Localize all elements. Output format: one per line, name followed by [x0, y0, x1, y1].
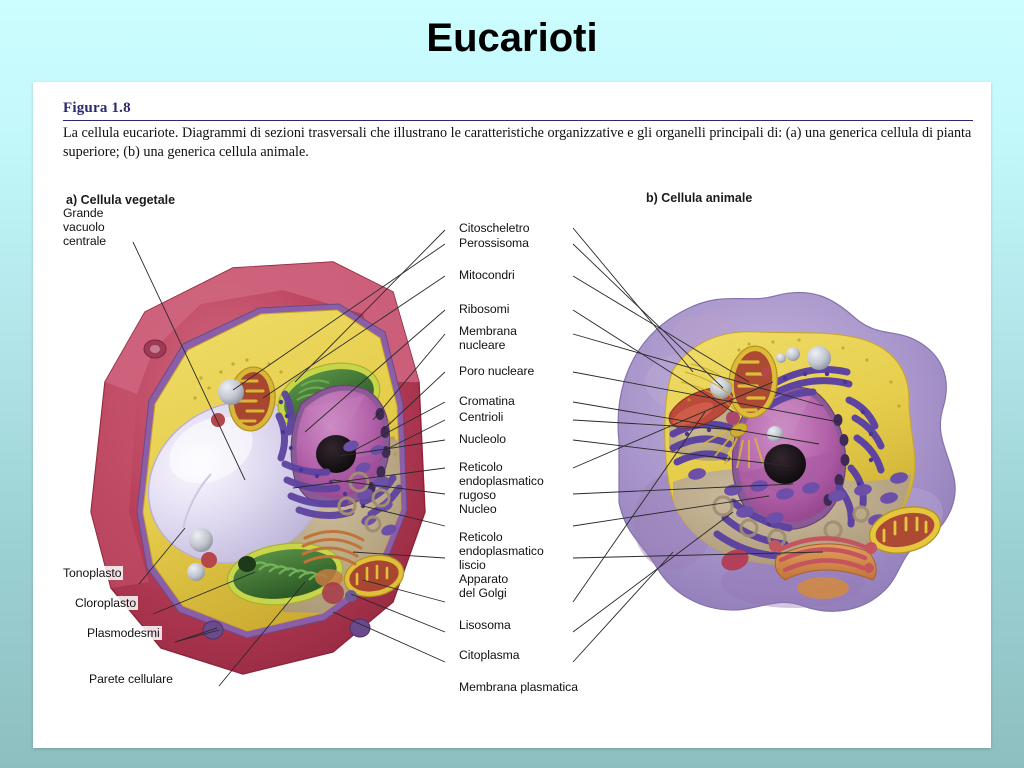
figure-number: Figura 1.8	[63, 100, 131, 116]
label-apparato-del-golgi: Apparato del Golgi	[457, 572, 511, 601]
label-centrioli: Centrioli	[457, 410, 506, 425]
plasmodesmata	[143, 339, 371, 640]
label-perossisoma: Perossisoma	[457, 236, 531, 251]
figure-caption-line-2: di: (a) una generica cellula di pianta s…	[63, 125, 972, 160]
figure-caption: La cellula eucariote. Diagrammi di sezio…	[63, 124, 975, 162]
plant-peroxisome	[218, 379, 244, 405]
page-title: Eucarioti	[426, 16, 598, 60]
label-plasmodesmi: Plasmodesmi	[85, 626, 162, 641]
animal-vesicle-2	[807, 346, 831, 370]
plant-cell-heading: a) Cellula vegetale	[63, 192, 179, 208]
label-reticolo-endoplasmatico-liscio: Reticolo endoplasmatico liscio	[457, 530, 546, 573]
figure-panel: Figura 1.8 La cellula eucariote. Diagram…	[33, 82, 991, 748]
figure-caption-line-1: La cellula eucariote. Diagrammi di sezio…	[63, 125, 764, 141]
cell-diagram-artwork	[90, 227, 956, 687]
animal-cytoskeleton	[680, 363, 736, 411]
label-grande-vacuolo-centrale: Grande vacuolo centrale	[61, 206, 108, 249]
animal-secretory-vesicle	[721, 549, 749, 571]
figure-rule	[63, 120, 973, 121]
animal-mitochondrion-upper	[728, 345, 778, 419]
label-membrana-plasmatica: Membrana plasmatica	[457, 680, 580, 695]
plant-mitochondrion	[228, 366, 276, 432]
label-lisosoma: Lisosoma	[457, 618, 513, 633]
animal-cell-heading: b) Cellula animale	[643, 190, 756, 206]
label-parete-cellulare: Parete cellulare	[87, 672, 175, 687]
plant-golgi	[301, 530, 365, 566]
label-membrana-nucleare: Membrana nucleare	[457, 324, 519, 353]
animal-centriole-aster	[702, 429, 764, 469]
label-tonoplasto: Tonoplasto	[61, 566, 124, 581]
plant-mitochondrion-2	[343, 554, 405, 598]
label-cloroplasto: Cloroplasto	[73, 596, 139, 611]
label-nucleolo: Nucleolo	[457, 432, 509, 447]
label-reticolo-endoplasmatico-rugoso: Reticolo endoplasmatico rugoso	[457, 460, 546, 503]
label-mitocondri: Mitocondri	[457, 268, 517, 283]
animal-nucleolus	[764, 444, 806, 484]
label-ribosomi: Ribosomi	[457, 302, 512, 317]
animal-golgi	[769, 536, 877, 599]
label-nucleo: Nucleo	[457, 502, 499, 517]
animal-mitochondrion-right	[869, 506, 941, 554]
animal-cell-illustration	[617, 291, 956, 612]
label-poro-nucleare: Poro nucleare	[457, 364, 537, 379]
leader-lines	[132, 227, 840, 687]
label-citoscheletro: Citoscheletro	[457, 221, 532, 236]
label-citoplasma: Citoplasma	[457, 648, 522, 663]
animal-smooth-er-vesicles	[688, 468, 908, 526]
plant-ribosomes	[278, 399, 366, 509]
plant-cell-illustration	[90, 261, 426, 675]
label-cromatina: Cromatina	[457, 394, 517, 409]
